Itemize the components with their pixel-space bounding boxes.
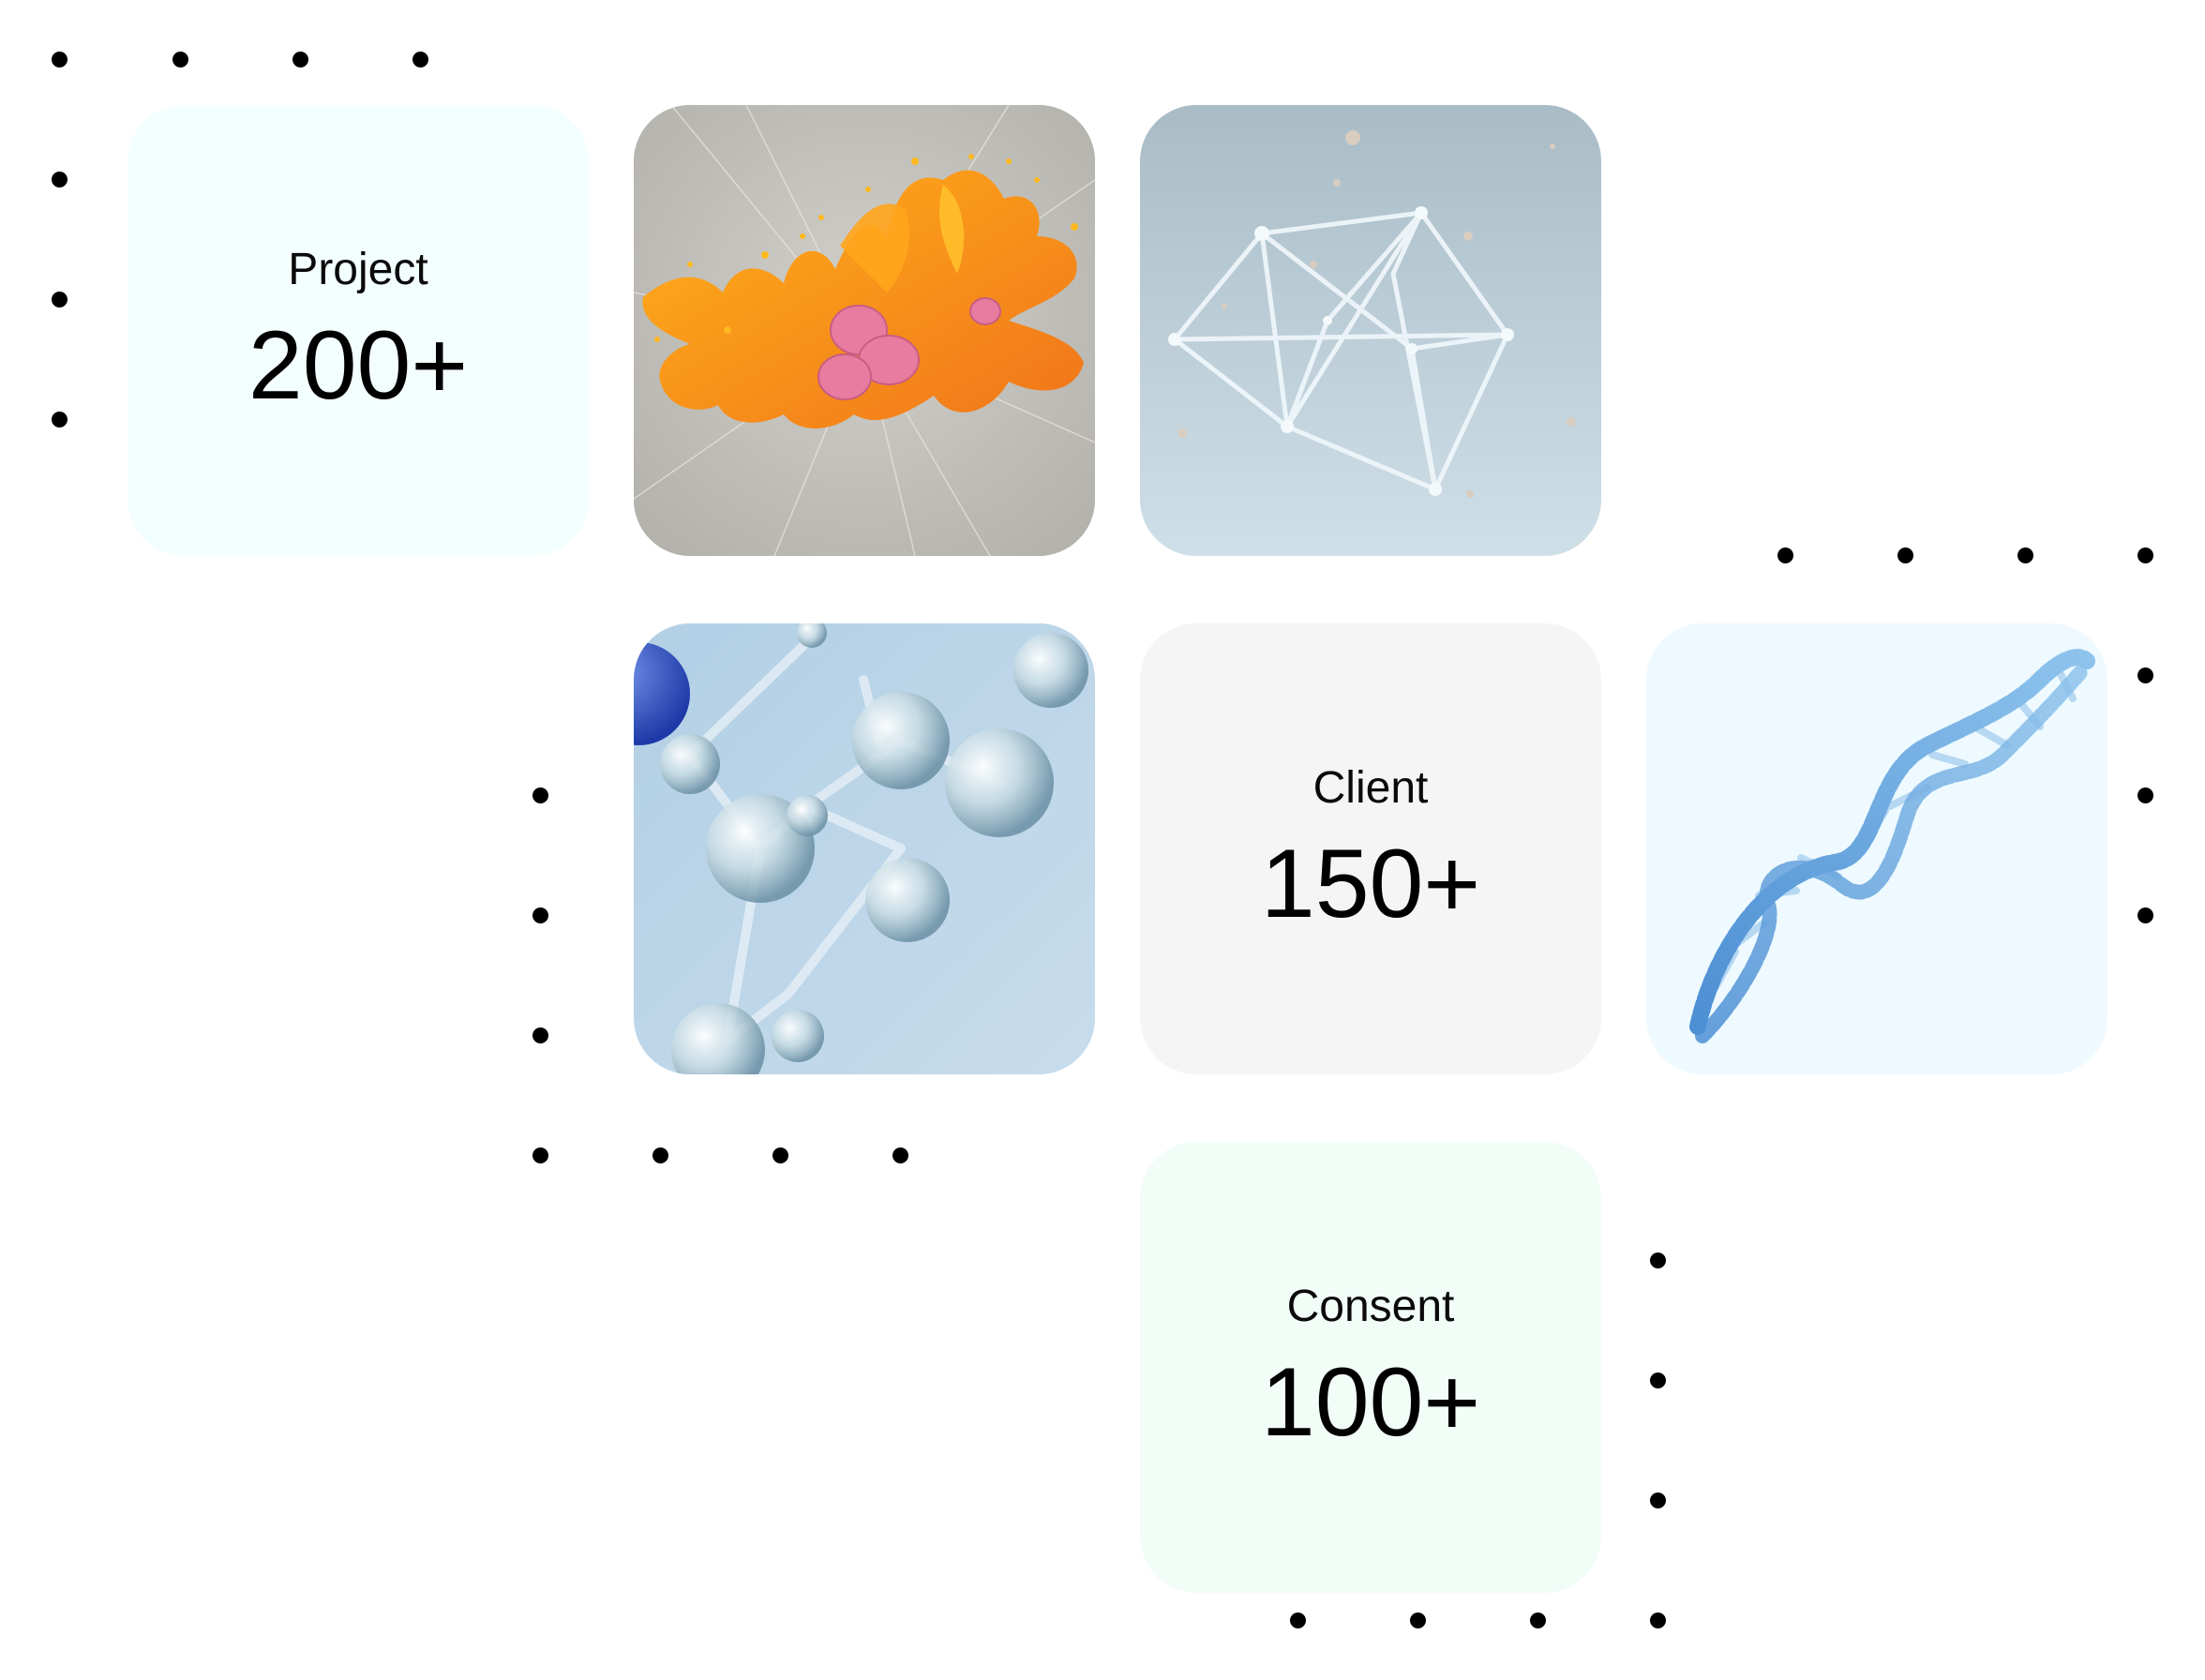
orange-coral-particle-image — [634, 105, 1095, 556]
client-label: Client — [1312, 762, 1429, 813]
wireframe-polyhedron-image — [1140, 105, 1601, 556]
project-label: Project — [288, 244, 428, 294]
consent-label: Consent — [1286, 1281, 1455, 1331]
consent-value: 100+ — [1260, 1347, 1481, 1457]
glass-molecule-image — [634, 623, 1095, 1074]
project-value: 200+ — [248, 310, 469, 420]
dna-helix-image — [1646, 623, 2108, 1074]
client-value: 150+ — [1260, 829, 1481, 938]
consent-stat-card: Consent 100+ — [1140, 1142, 1601, 1593]
client-stat-card: Client 150+ — [1140, 623, 1601, 1074]
project-stat-card: Project 200+ — [128, 105, 589, 556]
